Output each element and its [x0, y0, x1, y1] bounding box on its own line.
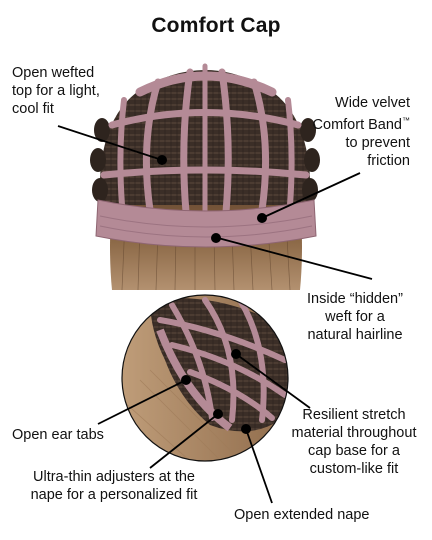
dot-velvet-band: [257, 213, 267, 223]
callout-nape-line1: Open extended nape: [234, 507, 370, 523]
callout-nape: Open extended nape: [234, 506, 369, 524]
callout-velvet-band-line2: Comfort Band™: [313, 112, 410, 134]
leader-hidden-weft: [217, 237, 373, 280]
leader-ear-tabs: [97, 379, 187, 425]
callout-adjusters-line2: nape for a personalized fit: [30, 487, 198, 503]
leader-velvet-band: [261, 172, 361, 219]
comfort-band: [95, 199, 317, 248]
trademark-symbol: ™: [402, 116, 410, 125]
leader-nape: [245, 428, 273, 504]
callout-open-wefted-line2: top for a light,: [12, 83, 100, 99]
leader-open-wefted: [57, 125, 163, 161]
callout-stretch-line1: Resilient stretch: [302, 407, 406, 423]
callout-stretch-line3: cap base for a: [308, 443, 400, 459]
leader-lines: [57, 125, 373, 504]
callout-velvet-band-line2-text: Comfort Band: [312, 116, 402, 133]
callout-open-wefted-line1: Open wefted: [12, 65, 95, 81]
dot-hidden-weft: [211, 233, 221, 243]
callout-open-wefted: Open wefted top for a light, cool fit: [12, 64, 100, 118]
callout-ear-tabs-line1: Open ear tabs: [12, 427, 104, 443]
top-cap-view: [90, 63, 320, 291]
leader-stretch: [235, 353, 311, 409]
callout-adjusters: Ultra-thin adjusters at the nape for a p…: [4, 468, 224, 504]
callout-velvet-band-line4: friction: [367, 152, 410, 169]
dot-nape: [241, 424, 251, 434]
callout-velvet-band-line3: to prevent: [345, 134, 411, 151]
nape-view: [121, 294, 289, 462]
callout-ear-tabs: Open ear tabs: [12, 426, 104, 444]
callout-open-wefted-line3: cool fit: [12, 101, 54, 117]
callout-stretch: Resilient stretch material throughout ca…: [280, 406, 428, 478]
callout-stretch-line2: material throughout: [291, 425, 417, 441]
callout-adjusters-line1: Ultra-thin adjusters at the: [33, 469, 195, 485]
leader-adjusters: [149, 413, 219, 469]
leader-dots: [157, 155, 267, 434]
callout-hidden-weft-line1: Inside “hidden”: [307, 291, 403, 307]
callout-hidden-weft: Inside “hidden” weft for a natural hairl…: [290, 290, 420, 344]
callout-hidden-weft-line3: natural hairline: [307, 327, 403, 343]
diagram-title: Comfort Cap: [151, 14, 281, 37]
dot-stretch: [231, 349, 241, 359]
callout-stretch-line4: custom-like fit: [309, 461, 399, 477]
callout-hidden-weft-line2: weft for a: [325, 309, 385, 325]
dot-open-wefted: [157, 155, 167, 165]
callout-velvet-band-line1: Wide velvet: [335, 95, 410, 111]
dot-ear-tabs: [181, 375, 191, 385]
dot-adjusters: [213, 409, 223, 419]
callout-velvet-band: Wide velvet Comfort Band™ to prevent fri…: [313, 94, 410, 170]
